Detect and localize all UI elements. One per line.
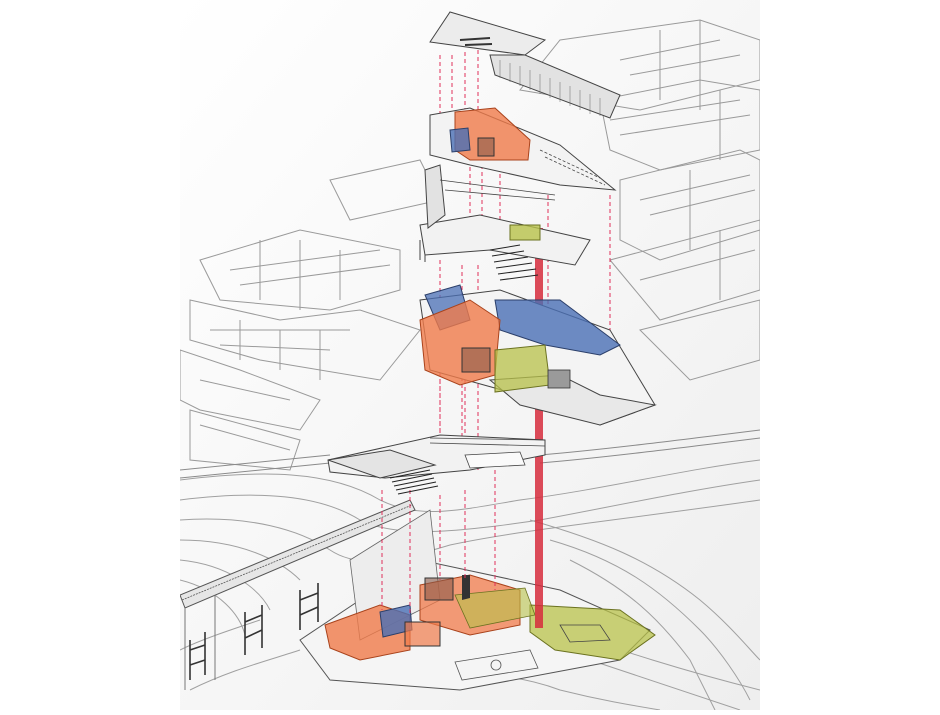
stair-tread: [489, 244, 539, 281]
axonometric-svg: [179, 0, 761, 711]
sports-court: [454, 649, 539, 681]
blue-program-block: [494, 299, 621, 356]
mid-stair: [489, 244, 539, 281]
bridge-pavilion: [327, 449, 437, 479]
green-program-block: [494, 344, 551, 393]
block-subdivision: [199, 39, 756, 451]
bridge-stair: [389, 469, 439, 495]
contour-line: [179, 459, 761, 512]
projection-line: [381, 470, 496, 615]
roof-plane: [429, 11, 547, 56]
bridge-level: [327, 434, 546, 495]
upper-floor-wall: [424, 164, 446, 229]
red-vertical-core: [535, 228, 543, 628]
court-center-circle: [490, 659, 502, 671]
roof-level: [429, 11, 621, 119]
viaduct-piers: [189, 583, 319, 680]
upper-floor: [424, 107, 617, 229]
projection-line: [439, 50, 479, 145]
context-block: [189, 299, 421, 381]
main-floor: [419, 284, 657, 426]
stair-core: [462, 575, 470, 600]
stair-tread: [389, 469, 439, 495]
context-block: [199, 229, 401, 311]
contour-line: [179, 619, 301, 691]
context-block: [189, 409, 301, 471]
roof-rib: [499, 60, 601, 116]
context-block: [179, 349, 321, 431]
viaduct-rail: [181, 504, 413, 601]
blue-program-block: [449, 127, 471, 153]
roof-ramp: [489, 54, 621, 119]
viaduct-pier: [244, 605, 263, 655]
mid-floor: [419, 214, 591, 281]
core-box: [547, 369, 571, 389]
viaduct-edge: [184, 595, 216, 690]
viaduct-deck: [179, 499, 416, 609]
road-edge: [539, 429, 761, 464]
viaduct: [179, 499, 416, 690]
road-edge: [179, 454, 331, 479]
green-program-block: [509, 224, 541, 241]
green-program-detail: [559, 624, 611, 643]
upper-floor-railing: [539, 149, 606, 186]
bridge-railing: [429, 437, 546, 447]
roof-stair: [459, 37, 493, 46]
viaduct-pier: [189, 632, 206, 680]
mid-floor-edge: [419, 240, 426, 262]
cube-volume: [424, 577, 454, 601]
viaduct-pier: [299, 583, 319, 630]
cube-volume: [477, 137, 495, 157]
road-band: [179, 429, 761, 479]
green-program-block: [529, 604, 656, 661]
axonometric-drawing: [179, 0, 761, 711]
upper-floor-beam: [439, 179, 556, 201]
contour-line: [179, 479, 761, 533]
bridge-room: [464, 451, 526, 469]
contour-line: [529, 519, 761, 711]
block-subdivision: [239, 20, 721, 380]
cube-volume: [461, 347, 491, 373]
court-outline: [454, 649, 539, 681]
cube-volume: [404, 621, 441, 647]
roof-ramp-ribs: [499, 60, 601, 116]
projection-line: [439, 380, 466, 440]
